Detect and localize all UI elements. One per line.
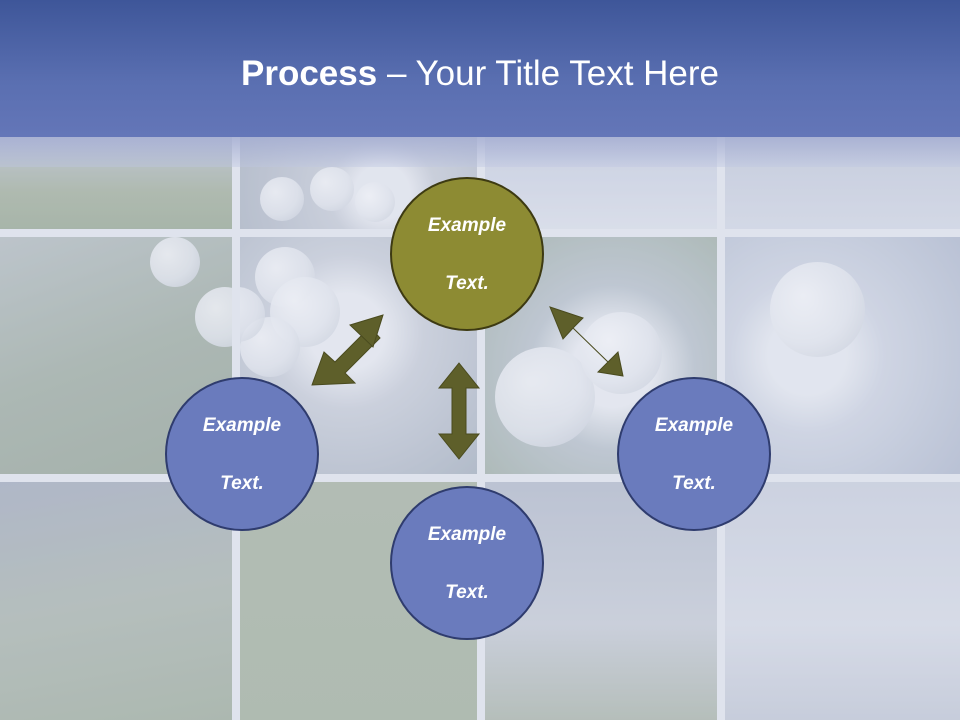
arrow-left-diagonal <box>311 314 384 386</box>
node-bottom-line2: Text. <box>445 581 489 603</box>
title-bar-band <box>0 137 960 167</box>
title-bold: Process <box>241 54 378 93</box>
photo-tile-golfer <box>725 482 960 720</box>
node-left-line1: Example <box>202 414 282 436</box>
title-rest: – Your Title Text Here <box>377 54 719 93</box>
node-center-line2: Text. <box>445 272 489 294</box>
node-right-line2: Text. <box>672 472 716 494</box>
node-right-line1: Example <box>654 414 734 436</box>
arrow-right-diagonal <box>549 306 624 377</box>
page-title[interactable]: Process – Your Title Text Here <box>0 52 960 96</box>
node-left-line2: Text. <box>220 472 264 494</box>
arrow-vertical <box>437 362 481 460</box>
node-center-line1: Example <box>427 214 507 236</box>
title-bar <box>0 0 960 137</box>
photo-tile-club-shaft <box>0 482 232 720</box>
node-bottom-line1: Example <box>427 523 507 545</box>
